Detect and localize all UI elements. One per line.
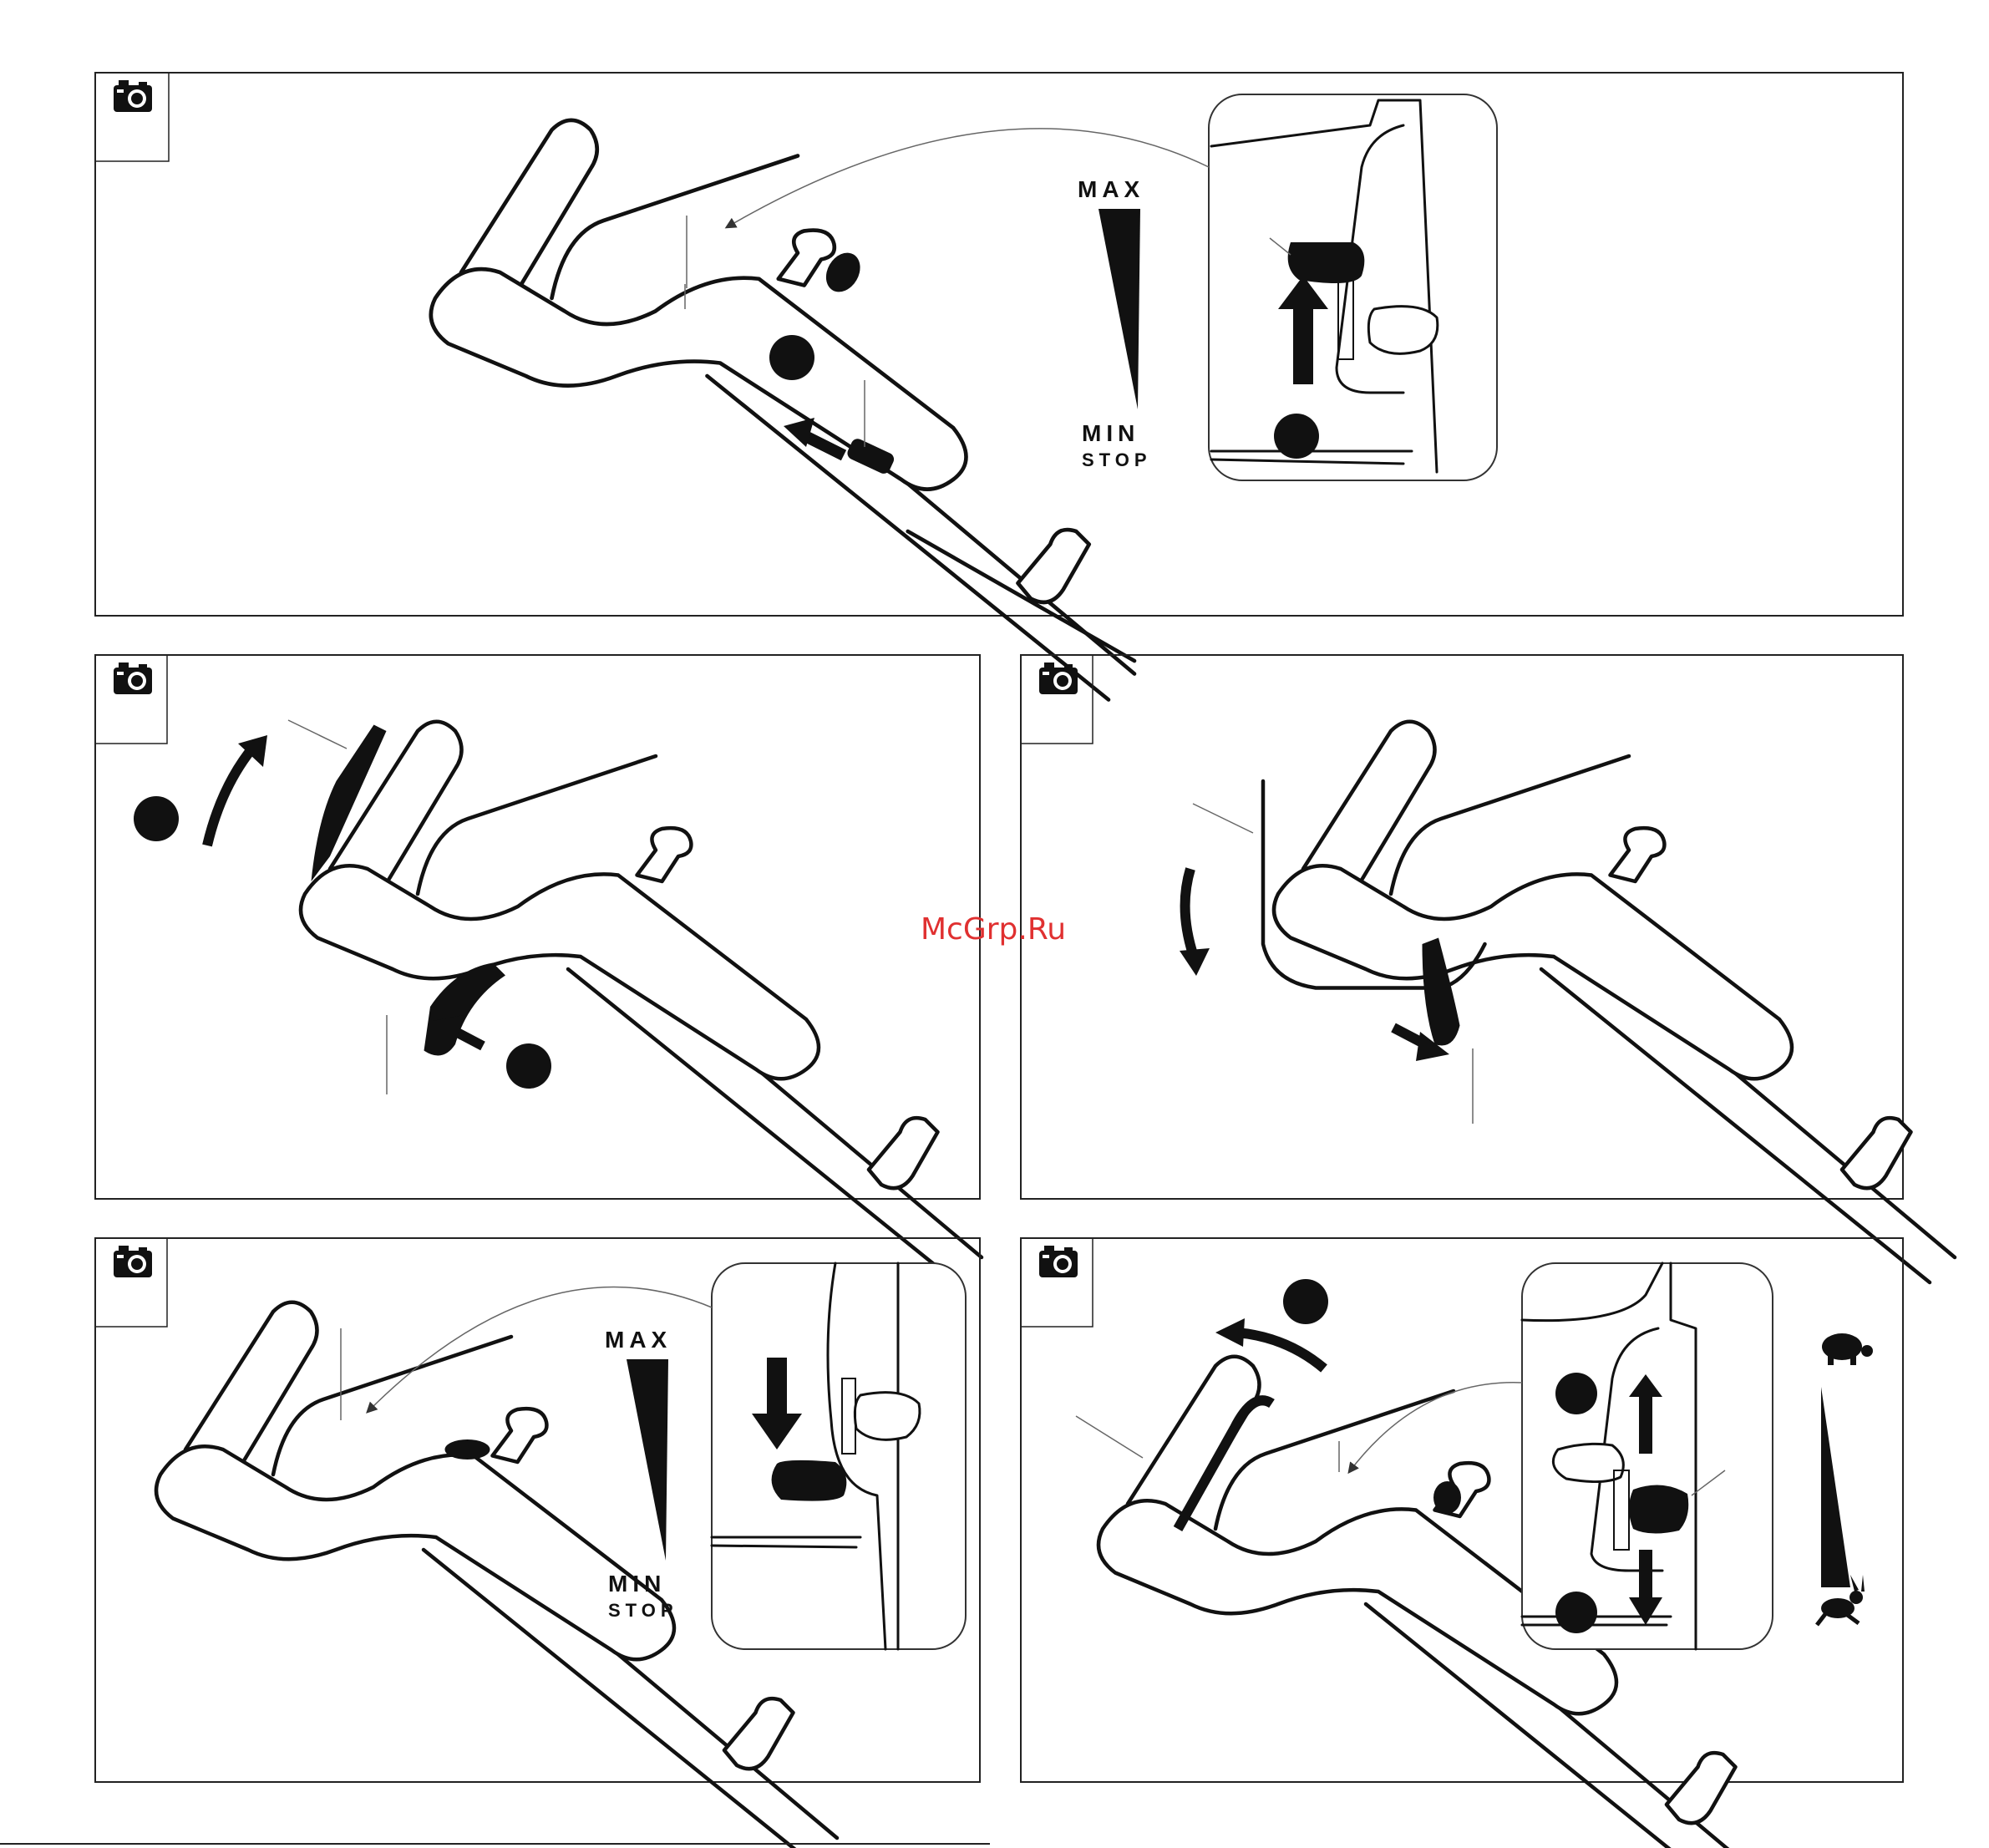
speed-wedge <box>627 1359 668 1561</box>
camera-icon <box>114 80 152 112</box>
step-marker <box>769 335 814 380</box>
min-label: MIN <box>608 1571 666 1597</box>
detail-inset <box>712 1263 966 1649</box>
speed-wedge <box>1821 1387 1850 1587</box>
camera-icon <box>114 663 152 694</box>
watermark: McGrp.Ru <box>921 912 1066 947</box>
camera-icon <box>114 1246 152 1277</box>
camera-icon <box>1039 663 1078 694</box>
panel-2 <box>95 655 982 1282</box>
step-marker-a <box>134 796 179 841</box>
detail-inset <box>1209 94 1497 480</box>
stop-label: STOP <box>1082 449 1152 470</box>
panel-4: MAX MIN STOP <box>95 1238 980 1848</box>
panel-3 <box>1021 655 1955 1282</box>
speed-wedge <box>1099 209 1140 409</box>
min-label: MIN <box>1082 420 1139 446</box>
turtle-icon <box>1822 1333 1873 1365</box>
handle-drawing <box>431 120 1134 700</box>
max-label: MAX <box>605 1327 672 1353</box>
detail-inset <box>1522 1263 1773 1649</box>
camera-icon <box>1039 1246 1078 1277</box>
panel-1: MAX MIN STOP <box>95 73 1903 700</box>
max-label: MAX <box>1078 176 1144 202</box>
step-marker-b <box>506 1043 551 1089</box>
step-marker <box>1283 1279 1328 1324</box>
panel-5 <box>1021 1238 1903 1848</box>
stop-label: STOP <box>608 1600 678 1621</box>
